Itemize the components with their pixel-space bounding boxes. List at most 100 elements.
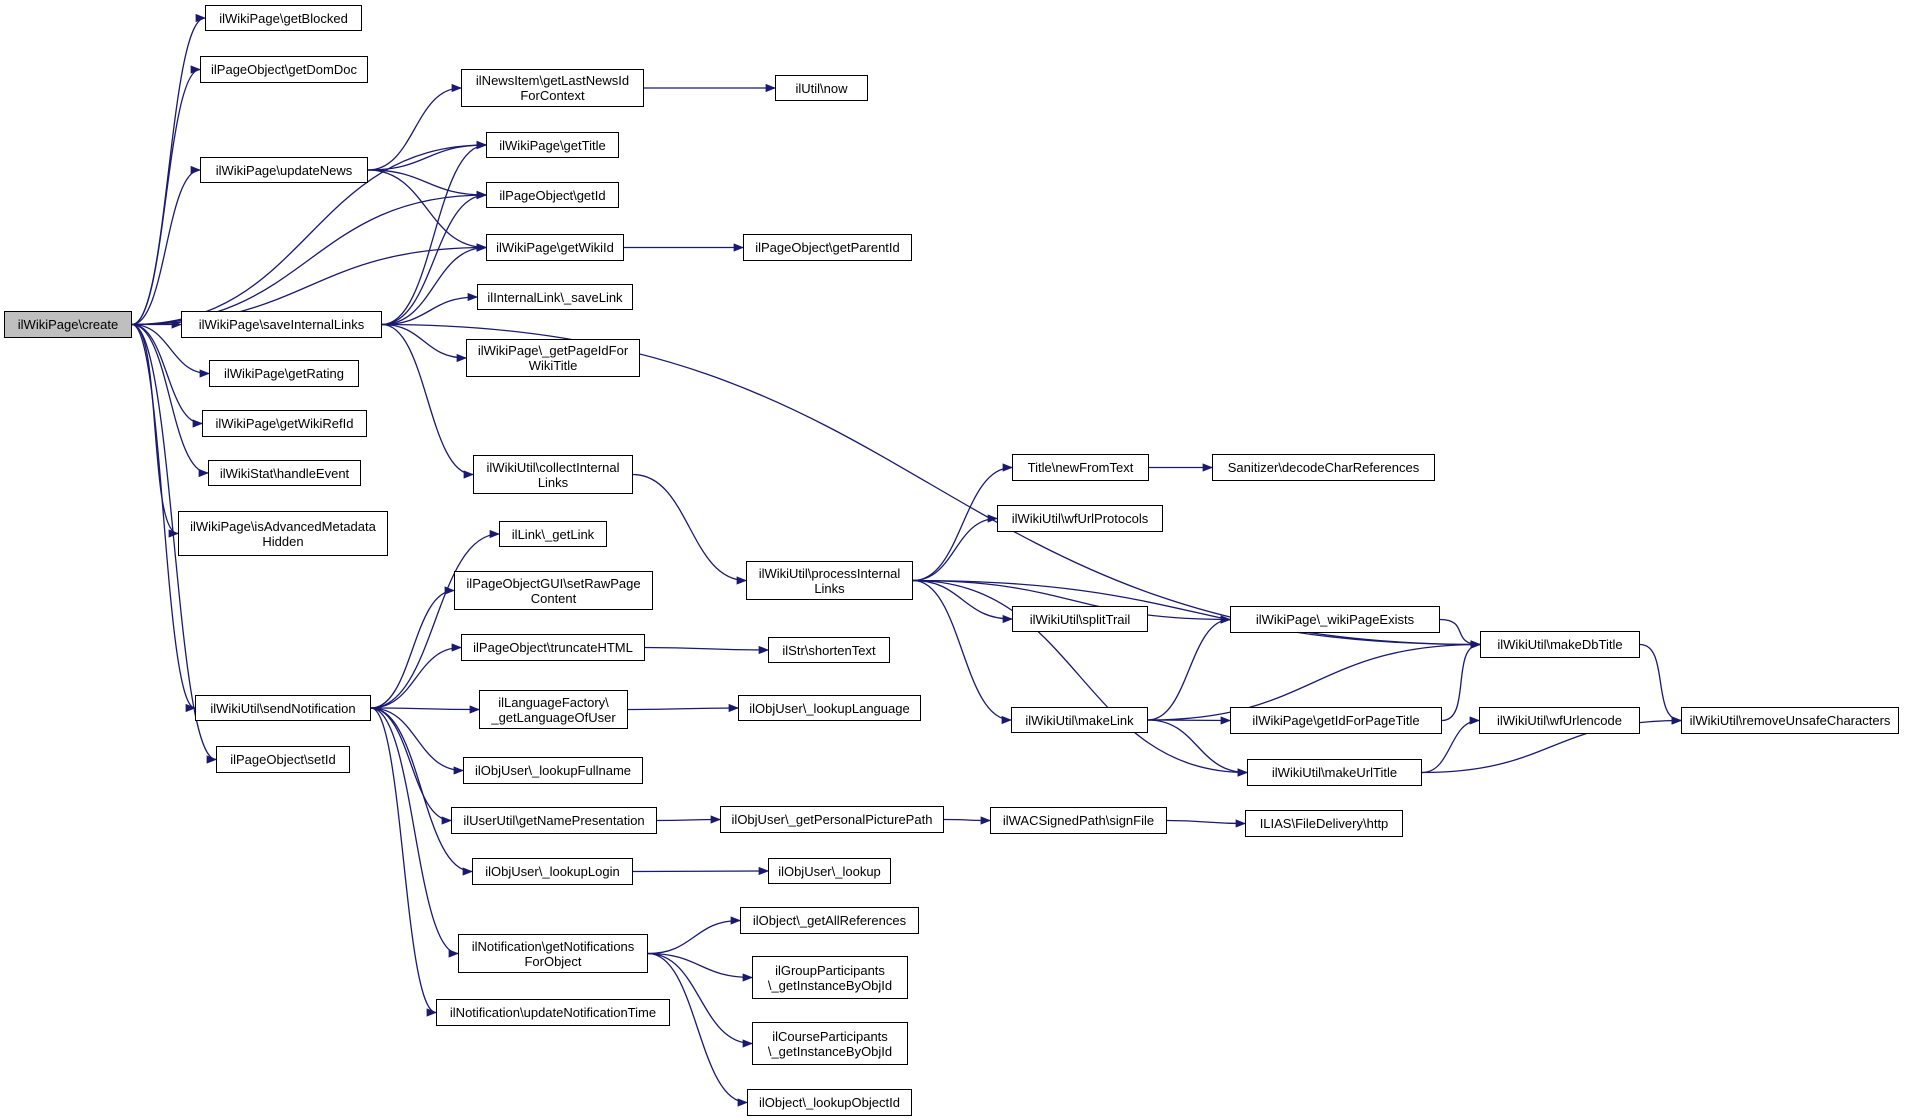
edge-create-to-getDomDoc — [131, 65, 202, 326]
edge-getNamePresentation-to-getPersonalPicturePath — [656, 815, 722, 824]
node-getIdForPageTitle[interactable]: ilWikiPage\getIdForPageTitle — [1230, 707, 1442, 734]
edge-create-to-updateNews — [131, 165, 202, 326]
node-getWikiRefId[interactable]: ilWikiPage\getWikiRefId — [202, 410, 367, 437]
node-label-line: ilWikiUtil\splitTrail — [1029, 611, 1131, 627]
node-saveLink[interactable]: ilInternalLink\_saveLink — [477, 284, 633, 310]
node-getAllReferences[interactable]: ilObject\_getAllReferences — [740, 907, 919, 934]
node-label-line: ilPageObjectGUI\setRawPage — [466, 575, 641, 591]
edge-getPersonalPicturePath-to-signFile — [943, 816, 992, 825]
node-label-line: ilWikiPage\getTitle — [499, 137, 606, 153]
node-getLink[interactable]: ilLink\_getLink — [499, 521, 607, 547]
node-getParentId[interactable]: ilPageObject\getParentId — [743, 234, 912, 261]
edge-getLanguageOfUser-to-lookupLanguage — [627, 703, 740, 713]
node-label-line: ILIAS\FileDelivery\http — [1259, 816, 1389, 831]
node-getBlocked[interactable]: ilWikiPage\getBlocked — [205, 5, 362, 31]
node-http[interactable]: ILIAS\FileDelivery\http — [1245, 810, 1403, 837]
node-label-line: ilWACSignedPath\signFile — [1002, 813, 1155, 828]
edge-sendNotification-to-truncateHTML — [370, 643, 463, 709]
node-label-line: ilWikiPage\getWikiId — [496, 240, 614, 255]
node-saveInternalLinks[interactable]: ilWikiPage\saveInternalLinks — [181, 311, 382, 338]
node-wikiPageExists[interactable]: ilWikiPage\_wikiPageExists — [1230, 606, 1440, 633]
node-label-line: ilPageObject\setId — [230, 752, 336, 767]
node-label-line: ilObjUser\_lookupFullname — [474, 763, 632, 778]
node-label-line: ilWikiPage\isAdvancedMetadata — [190, 518, 376, 534]
node-label-line: \_getInstanceByObjId — [767, 1043, 893, 1059]
node-lookupLanguage[interactable]: ilObjUser\_lookupLanguage — [738, 695, 921, 721]
node-label-line: ilGroupParticipants — [775, 962, 885, 978]
edge-getIdForPageTitle-to-makeDbTitle — [1441, 640, 1482, 722]
node-shortenText[interactable]: ilStr\shortenText — [768, 637, 890, 663]
node-sendNotification[interactable]: ilWikiUtil\sendNotification — [195, 695, 371, 721]
node-getNamePresentation[interactable]: ilUserUtil\getNamePresentation — [451, 807, 657, 834]
node-getWikiId[interactable]: ilWikiPage\getWikiId — [486, 234, 624, 261]
node-groupGetInstanceByObjId[interactable]: ilGroupParticipants\_getInstanceByObjId — [752, 956, 908, 999]
node-label-line: ilWikiPage\saveInternalLinks — [198, 317, 365, 332]
node-lookupLogin[interactable]: ilObjUser\_lookupLogin — [472, 858, 633, 885]
node-updateNews[interactable]: ilWikiPage\updateNews — [200, 157, 368, 183]
edge-makeLink-to-makeUrlTitle — [1147, 719, 1249, 777]
edge-create-to-getId — [131, 190, 488, 326]
node-label-line: ilNotification\getNotifications — [471, 938, 635, 954]
node-wfUrlencode[interactable]: ilWikiUtil\wfUrlencode — [1479, 707, 1640, 734]
edge-updateNews-to-getWikiId — [367, 169, 488, 252]
node-label-line: Links — [537, 474, 569, 490]
node-courseGetInstanceByObjId[interactable]: ilCourseParticipants\_getInstanceByObjId — [752, 1022, 908, 1065]
node-getPersonalPicturePath[interactable]: ilObjUser\_getPersonalPicturePath — [720, 806, 944, 833]
node-label-line: ilObjUser\_lookup — [778, 863, 881, 879]
node-lookupFullname[interactable]: ilObjUser\_lookupFullname — [463, 757, 643, 784]
edge-processInternalLinks-to-wikiPageExists — [912, 579, 1232, 624]
node-makeDbTitle[interactable]: ilWikiUtil\makeDbTitle — [1480, 631, 1640, 658]
node-label-line: Hidden — [262, 533, 304, 549]
node-getTitle[interactable]: ilWikiPage\getTitle — [486, 132, 619, 158]
node-makeLink[interactable]: ilWikiUtil\makeLink — [1011, 707, 1148, 733]
edge-create-to-isAdvancedMetadataHidden — [131, 323, 180, 538]
node-create[interactable]: ilWikiPage\create — [4, 311, 132, 338]
node-now[interactable]: ilUtil\now — [775, 75, 868, 101]
node-handleEvent[interactable]: ilWikiStat\handleEvent — [208, 460, 361, 486]
edge-sendNotification-to-lookupFullname — [370, 707, 465, 775]
node-splitTrail[interactable]: ilWikiUtil\splitTrail — [1012, 606, 1148, 632]
node-label-line: Links — [814, 580, 845, 596]
node-label-line: ilWikiUtil\removeUnsafeCharacters — [1689, 713, 1891, 728]
edge-updateNews-to-getLastNewsId — [367, 83, 463, 171]
node-label-line: Sanitizer\decodeCharReferences — [1227, 460, 1420, 475]
node-label-line: ilWikiUtil\makeUrlTitle — [1271, 765, 1398, 780]
node-getDomDoc[interactable]: ilPageObject\getDomDoc — [200, 56, 368, 83]
edge-saveInternalLinks-to-getId — [381, 190, 488, 326]
edge-create-to-sendNotification — [131, 323, 197, 713]
node-lookupObjectId[interactable]: ilObject\_lookupObjectId — [747, 1089, 912, 1116]
node-setId[interactable]: ilPageObject\setId — [216, 746, 350, 773]
node-label-line: ilUserUtil\getNamePresentation — [463, 813, 645, 828]
node-label-line: ilObjUser\_lookupLanguage — [749, 700, 910, 716]
edge-updateNews-to-getId — [367, 169, 488, 200]
node-getLanguageOfUser[interactable]: ilLanguageFactory\_getLanguageOfUser — [479, 690, 628, 729]
node-makeUrlTitle[interactable]: ilWikiUtil\makeUrlTitle — [1247, 759, 1422, 786]
node-getRating[interactable]: ilWikiPage\getRating — [209, 360, 359, 387]
node-truncateHTML[interactable]: ilPageObject\truncateHTML — [461, 634, 645, 661]
node-label-line: ForObject — [524, 953, 582, 969]
edge-collectInternalLinks-to-processInternalLinks — [632, 473, 748, 585]
node-getId[interactable]: ilPageObject\getId — [486, 182, 619, 208]
node-label-line: ilStr\shortenText — [782, 642, 876, 658]
node-lookup[interactable]: ilObjUser\_lookup — [768, 858, 891, 884]
node-newFromText[interactable]: Title\newFromText — [1012, 454, 1149, 481]
edge-processInternalLinks-to-splitTrail — [912, 579, 1014, 624]
node-removeUnsafeCharacters[interactable]: ilWikiUtil\removeUnsafeCharacters — [1681, 707, 1899, 734]
edge-getNotificationsForObject-to-lookupObjectId — [647, 952, 749, 1107]
edge-sendNotification-to-getLink — [370, 529, 501, 709]
node-updateNotificationTime[interactable]: ilNotification\updateNotificationTime — [436, 999, 670, 1026]
node-label-line: ilWikiUtil\collectInternal — [486, 459, 620, 475]
node-decodeCharReferences[interactable]: Sanitizer\decodeCharReferences — [1212, 454, 1435, 481]
node-label-line: ilInternalLink\_saveLink — [487, 289, 623, 305]
node-signFile[interactable]: ilWACSignedPath\signFile — [990, 807, 1167, 834]
node-wfUrlProtocols[interactable]: ilWikiUtil\wfUrlProtocols — [997, 505, 1163, 532]
edge-getNotificationsForObject-to-groupGetInstanceByObjId — [647, 952, 754, 982]
node-label-line: ilWikiPage\getBlocked — [219, 10, 348, 26]
